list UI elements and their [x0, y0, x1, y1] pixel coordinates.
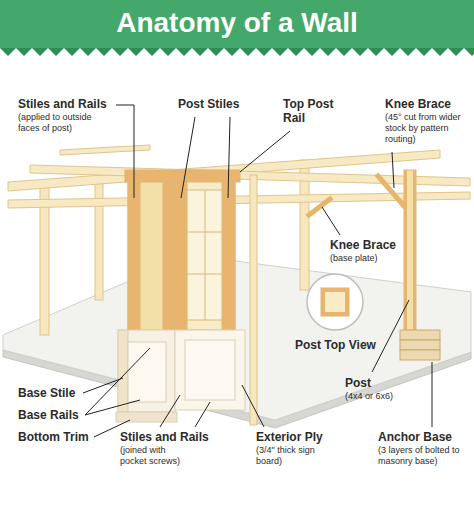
post-top-view-rect — [321, 312, 349, 316]
anchor-base — [400, 330, 440, 360]
part-name: Knee Brace — [385, 97, 451, 111]
part-name: Bottom Trim — [18, 430, 89, 444]
part-name: Stiles and Rails — [120, 430, 209, 444]
part-note: (base plate) — [330, 253, 378, 264]
anchor-base-rect — [400, 330, 440, 340]
corner-post-rect — [222, 180, 235, 330]
back-posts — [40, 160, 309, 335]
corner-post — [125, 170, 240, 330]
leader-lines-line — [240, 131, 290, 172]
part-name: Top Post Rail — [283, 97, 341, 126]
corner-post-rect — [128, 180, 140, 330]
floor-slab-polygon — [3, 255, 471, 420]
knee-braces-line — [378, 176, 404, 206]
part-note: (3 layers of bolted to masonry base) — [378, 445, 470, 467]
title-banner-path — [0, 48, 474, 56]
base-box — [116, 330, 245, 422]
part-note: (4x4 or 6x6) — [345, 391, 393, 402]
part-name: Post Stiles — [178, 97, 239, 111]
roof-beams — [8, 145, 470, 208]
leader-lines-line — [432, 362, 433, 427]
leader-lines-line — [181, 117, 195, 198]
roof-beams-polygon — [60, 145, 150, 155]
leader-lines-line — [195, 402, 210, 427]
base-box-rect — [185, 340, 235, 400]
floor-slab — [3, 255, 471, 428]
leader-lines-line — [322, 207, 340, 235]
page-title: Anatomy of a Wall — [0, 7, 474, 39]
part-name: Stiles and Rails — [18, 97, 107, 111]
knee-braces-line — [309, 199, 330, 215]
post-top-view — [307, 274, 363, 330]
corner-post-line — [205, 190, 206, 320]
leader-lines-line — [392, 152, 394, 188]
title-banner — [0, 0, 474, 56]
leader-lines-line — [160, 395, 180, 427]
corner-post-rect — [175, 180, 187, 330]
leader-lines-line — [85, 400, 140, 415]
corner-post-rect — [163, 180, 175, 330]
base-box-rect — [175, 330, 245, 410]
leader-lines-line — [83, 378, 123, 393]
part-name: Anchor Base — [378, 430, 452, 444]
post-top-view-rect — [321, 288, 349, 292]
corner-post-rect — [175, 180, 235, 330]
part-name: Post — [345, 376, 371, 390]
part-note: (3/4" thick sign board) — [256, 445, 320, 467]
front-pole-rect — [250, 175, 257, 425]
part-name: Knee Brace — [330, 238, 396, 252]
corner-post-rect — [125, 170, 240, 182]
part-name: Base Stile — [18, 386, 75, 400]
part-name: Post Top View — [295, 338, 376, 352]
corner-post-rect — [128, 180, 175, 330]
leader-lines-line — [242, 385, 264, 427]
leader-lines-line — [85, 348, 150, 415]
base-box-rect — [118, 330, 128, 412]
corner-post-line — [187, 232, 222, 233]
title-banner-rect — [0, 0, 474, 48]
leader-lines-polyline — [116, 105, 134, 198]
anchor-base-rect — [400, 340, 440, 350]
corner-post-rect — [187, 190, 222, 320]
leader-lines-line — [228, 117, 230, 198]
part-note: (45° cut from wider stock by pattern rou… — [385, 112, 465, 145]
leader-lines-line — [372, 300, 409, 372]
post-top-view-rect — [345, 292, 349, 312]
post-top-view-circle — [307, 274, 363, 330]
front-pole — [250, 175, 257, 425]
leader-lines — [83, 105, 432, 437]
right-post-rect — [413, 170, 416, 330]
post-top-view-rect — [321, 292, 325, 312]
part-note: (joined with pocket screws) — [120, 445, 192, 467]
base-box-rect — [118, 330, 175, 412]
part-name: Exterior Ply — [256, 430, 323, 444]
part-note: (applied to outside faces of post) — [18, 112, 113, 134]
anchor-base-rect — [400, 350, 440, 360]
post-top-view-rect — [321, 288, 349, 316]
part-name: Base Rails — [18, 408, 79, 422]
corner-post-line — [187, 274, 222, 275]
